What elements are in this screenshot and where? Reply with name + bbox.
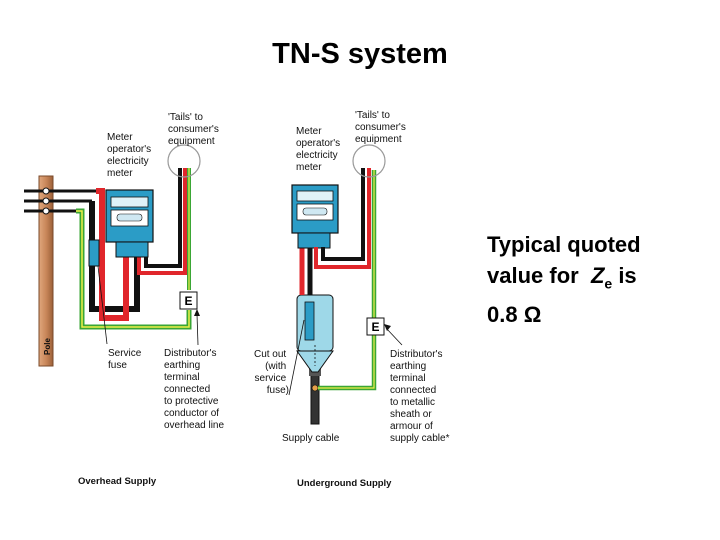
- insulator: [42, 187, 50, 195]
- slide-title: TN-S system: [272, 38, 448, 70]
- insulator: [42, 197, 50, 205]
- ze-subscript: e: [604, 275, 613, 292]
- tail-neutral: [321, 168, 365, 261]
- service-fuse-pointer: [97, 265, 108, 345]
- service-fuse-label: Service fuse: [108, 348, 144, 371]
- note-value-for: value for: [487, 263, 579, 288]
- note-line-1: Typical quoted: [487, 232, 641, 257]
- sheath-clamp: [311, 384, 319, 392]
- earthing-pointer-arrowhead: [384, 324, 391, 331]
- earth-terminal: [366, 317, 385, 336]
- earth-terminal-letter: E: [184, 294, 192, 308]
- earth-conductor-core: [318, 170, 375, 389]
- underground-supply-diagram: E Meter operator's electricity meter 'Ta…: [254, 110, 450, 489]
- overhead-supply-diagram: Pole E: [24, 112, 224, 487]
- note-is: is: [618, 263, 637, 288]
- live-cable: [96, 188, 129, 321]
- supply-cable-label: Supply cable: [282, 433, 340, 444]
- cutout-pointer: [288, 319, 305, 396]
- insulator: [42, 207, 50, 215]
- pole-label: Pole: [43, 338, 52, 355]
- pole: [38, 175, 54, 367]
- underground-earthing-label: Distributor's earthing terminal connecte…: [390, 349, 450, 444]
- cut-out: [296, 294, 334, 373]
- earthing-pointer: [385, 327, 403, 346]
- typical-ze-note: Typical quoted value for Ze is 0.8 Ω: [487, 229, 712, 330]
- earth-conductor-core: [76, 210, 190, 328]
- supply-cable: [310, 371, 320, 425]
- overhead-tails-label: 'Tails' to consumer's equipment: [168, 112, 222, 147]
- overhead-earthing-label: Distributor's earthing terminal connecte…: [164, 348, 224, 431]
- underground-meter-label: Meter operator's electricity meter: [296, 126, 343, 173]
- underground-tails-label: 'Tails' to consumer's equipment: [355, 110, 409, 145]
- electricity-meter: [105, 189, 154, 258]
- note-line-2: value for Ze is: [487, 260, 712, 299]
- electricity-meter: [291, 184, 339, 249]
- service-fuse: [88, 239, 100, 267]
- cutout-label: Cut out (with service fuse): [254, 349, 289, 396]
- earth-terminal: [179, 291, 198, 310]
- tail-live: [137, 168, 187, 275]
- underground-supply-caption: Underground Supply: [297, 478, 392, 489]
- tail-live: [314, 168, 371, 269]
- earth-terminal-letter: E: [371, 320, 379, 334]
- tail-neutral: [144, 168, 182, 268]
- earthing-pointer-arrowhead: [194, 309, 200, 316]
- overhead-supply-caption: Overhead Supply: [78, 476, 157, 487]
- ze-symbol: Z: [590, 263, 605, 288]
- ze-value: 0.8 Ω: [487, 302, 542, 328]
- tails-circle: [167, 144, 201, 178]
- overhead-meter-label: Meter operator's electricity meter: [107, 132, 154, 179]
- earthing-pointer: [196, 313, 199, 346]
- tails-circle: [352, 144, 386, 178]
